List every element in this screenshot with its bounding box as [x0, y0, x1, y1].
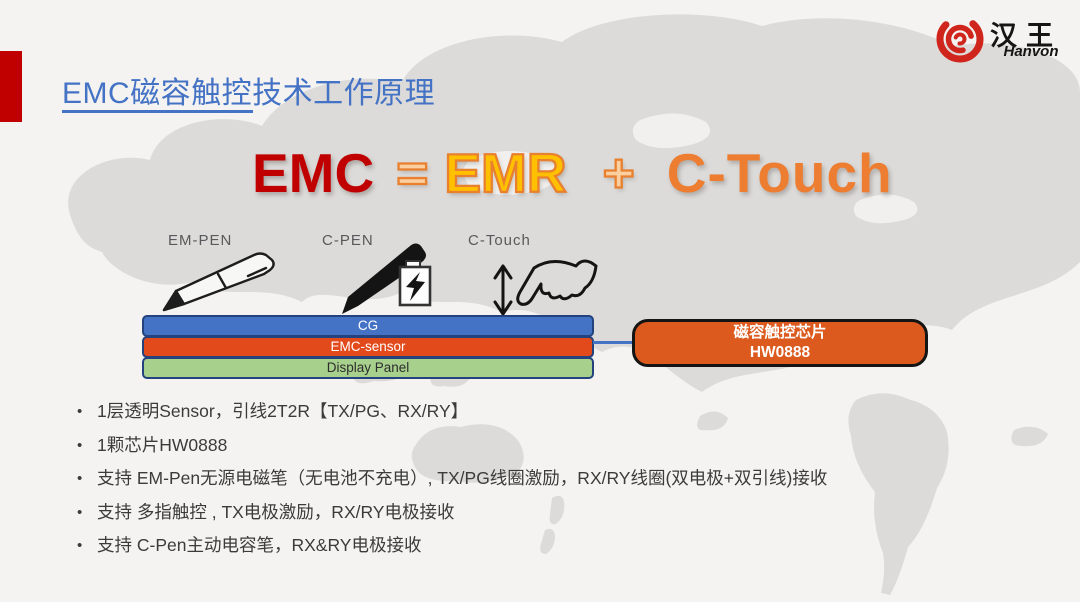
plus-sign: +	[601, 141, 635, 205]
em-pen-icon	[162, 252, 275, 312]
battery-icon	[398, 260, 432, 307]
formula-c-touch: C-Touch	[666, 142, 893, 204]
c-pen-icon	[342, 243, 432, 314]
layer-stack: CG EMC-sensor Display Panel	[142, 315, 594, 379]
label-em-pen: EM-PEN	[168, 232, 233, 249]
hanvon-logo: 汉王 Hanvon	[934, 12, 1070, 64]
layer-display-panel: Display Panel	[142, 357, 594, 379]
logo-text-cn: 汉王	[990, 21, 1062, 51]
equals-sign: =	[395, 141, 429, 205]
list-item: 支持 C-Pen主动电容笔，RX&RY电极接收	[72, 529, 1057, 563]
list-item: 支持 EM-Pen无源电磁笔（无电池不充电）, TX/PG线圈激励，RX/RY线…	[72, 462, 1057, 496]
label-c-pen: C-PEN	[322, 232, 374, 249]
formula-emr: EMR	[443, 141, 568, 205]
accent-bar	[0, 51, 22, 122]
chip-box: 磁容触控芯片 HW0888	[632, 319, 928, 367]
list-item: 1层透明Sensor，引线2T2R【TX/PG、RX/RY】	[72, 395, 1057, 429]
updown-arrow-icon	[493, 264, 513, 316]
connector-line	[593, 341, 633, 344]
chip-title: 磁容触控芯片	[733, 323, 827, 341]
layer-emc-sensor: EMC-sensor	[142, 336, 594, 358]
formula: EMC = EMR + C-Touch	[252, 141, 893, 205]
list-item: 支持 多指触控 , TX电极激励，RX/RY电极接收	[72, 496, 1057, 530]
layer-cg: CG	[142, 315, 594, 337]
label-c-touch: C-Touch	[468, 232, 531, 249]
logo-swirl-icon	[936, 15, 984, 63]
bullet-list: 1层透明Sensor，引线2T2R【TX/PG、RX/RY】 1颗芯片HW088…	[72, 395, 1057, 563]
title-underline	[62, 110, 253, 113]
logo-text-en: Hanvon	[1003, 43, 1059, 60]
touch-hand-icon	[493, 259, 598, 316]
chip-model: HW0888	[749, 344, 811, 361]
list-item: 1颗芯片HW0888	[72, 429, 1057, 463]
formula-emc: EMC	[252, 142, 375, 204]
page-title: EMC磁容触控技术工作原理	[62, 77, 436, 110]
